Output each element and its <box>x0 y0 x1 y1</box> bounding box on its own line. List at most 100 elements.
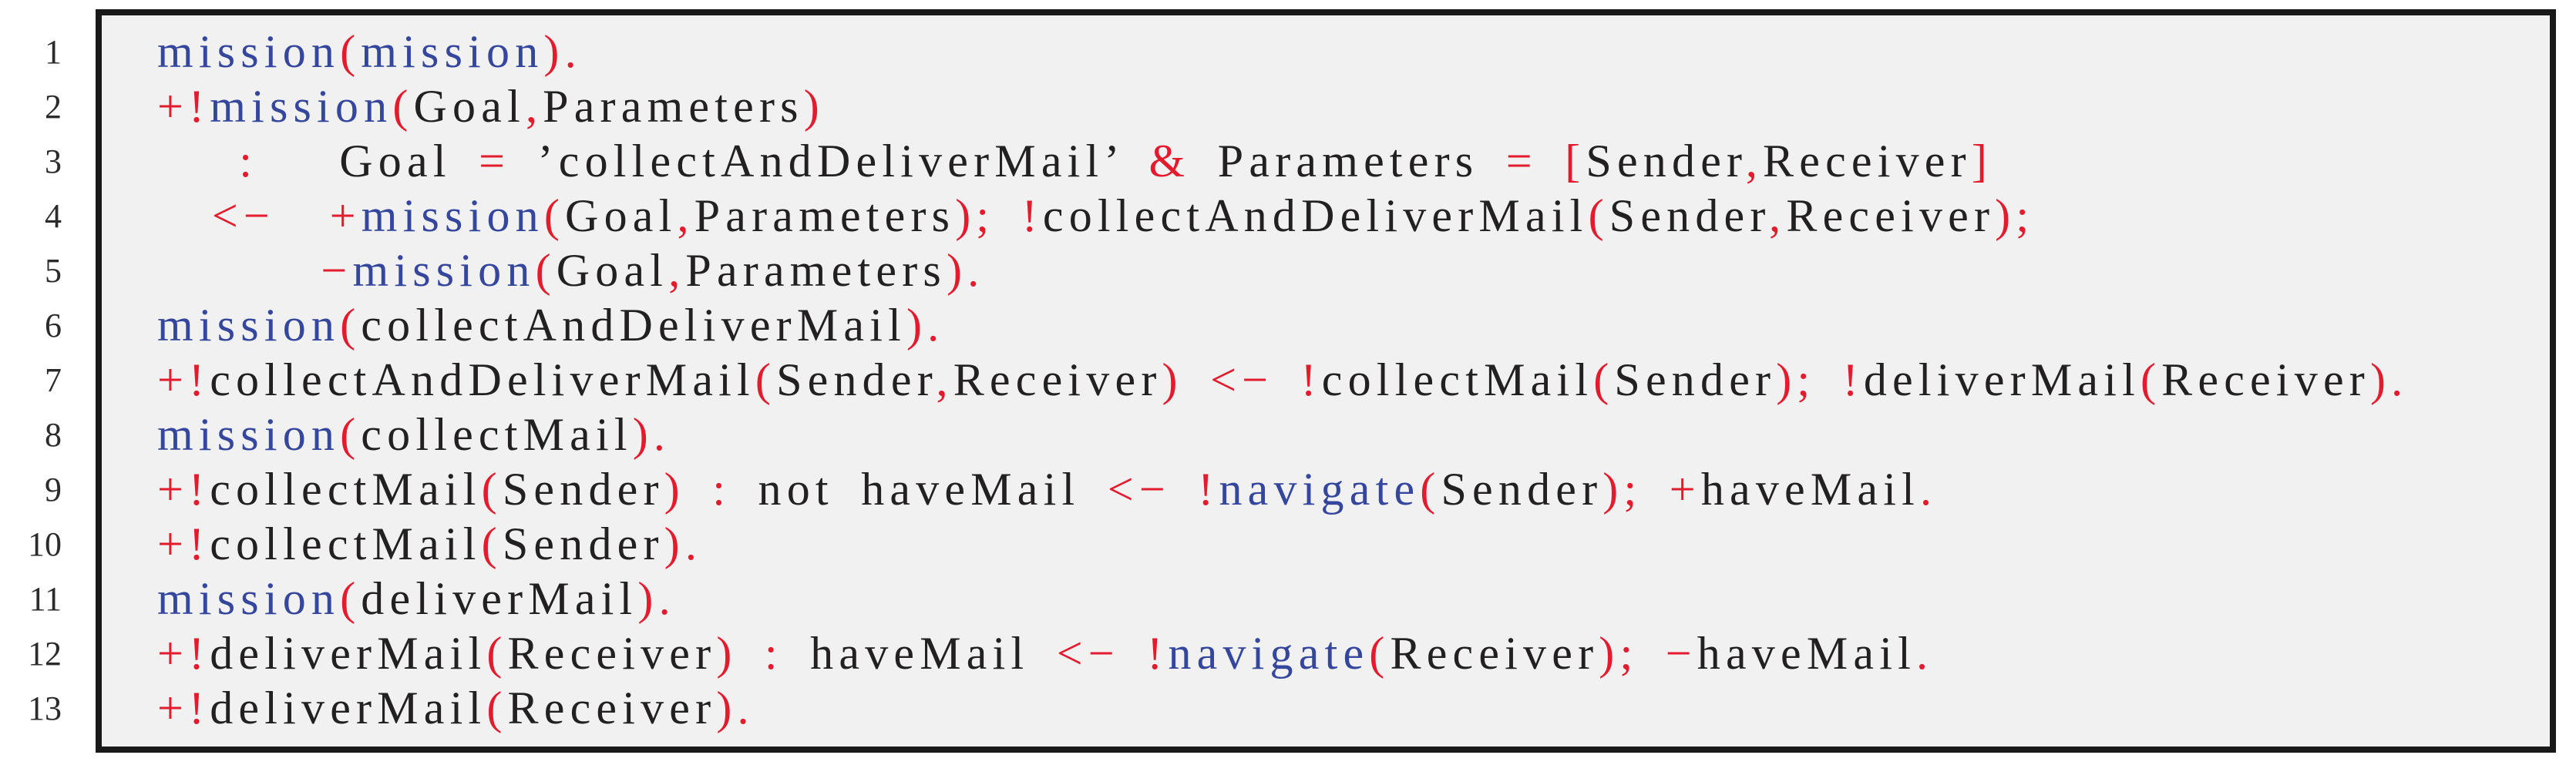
code-token-operator: ( <box>340 300 362 351</box>
code-token-operator: ). <box>906 300 945 351</box>
line-number: 10 <box>28 525 62 563</box>
code-token-operator: ); <box>1776 354 1816 405</box>
code-line: <− +mission(Goal,Parameters); !collectAn… <box>157 189 2544 243</box>
code-token-identifier: Receiver <box>1763 136 1972 186</box>
code-line: : Goal = ’collectAndDeliverMail’ & Param… <box>157 134 2544 189</box>
code-token-operator: <− <box>1210 354 1274 405</box>
code-token-identifier: Parameters <box>685 245 947 296</box>
code-token-operator: ! <box>1021 190 1043 241</box>
code-token-identifier: Goal <box>565 190 678 241</box>
code-token-identifier: Sender <box>1614 354 1777 405</box>
code-token-identifier <box>1538 136 1565 186</box>
code-token-operator: ! <box>1842 354 1864 405</box>
code-token-operator: ) <box>664 464 685 515</box>
code-token-identifier: ’collectAndDeliverMail’ <box>510 136 1149 186</box>
code-token-operator: ) <box>803 81 825 132</box>
line-number: 3 <box>45 143 62 180</box>
code-token-keyword: mission <box>361 190 544 241</box>
code-token-operator: +! <box>157 628 210 679</box>
code-token-identifier <box>1815 354 1842 405</box>
line-number: 7 <box>45 361 62 399</box>
line-number: 2 <box>45 88 62 126</box>
code-token-identifier: collectMail <box>210 518 482 569</box>
code-token-identifier: Goal <box>556 245 669 296</box>
code-token-operator: , <box>1769 190 1787 241</box>
code-token-identifier <box>994 190 1021 241</box>
code-token-keyword: navigate <box>1219 464 1421 515</box>
code-token-operator: +! <box>157 81 210 132</box>
code-token-identifier: collectAndDeliverMail <box>210 354 755 405</box>
code-token-operator: + <box>329 190 362 241</box>
code-token-identifier: Receiver <box>507 628 717 679</box>
code-token-operator: , <box>936 354 953 405</box>
line-number: 5 <box>45 252 62 290</box>
code-token-identifier: not haveMail <box>731 464 1108 515</box>
code-token-identifier: haveMail <box>782 628 1057 679</box>
line-number: 8 <box>45 416 62 454</box>
code-token-operator: ); <box>955 190 995 241</box>
code-token-keyword: mission <box>157 409 341 460</box>
code-token-operator: ( <box>486 683 508 733</box>
code-token-identifier: Goal <box>257 136 479 186</box>
code-token-identifier: deliverMail <box>210 683 487 733</box>
code-token-operator: , <box>525 81 543 132</box>
code-token-operator: , <box>1745 136 1764 186</box>
code-token-operator: <− <box>1107 464 1171 515</box>
code-line: mission(collectAndDeliverMail). <box>157 298 2544 353</box>
code-token-identifier: Sender <box>1441 464 1603 515</box>
code-token-keyword: mission <box>157 26 341 77</box>
code-token-operator: ( <box>340 573 362 624</box>
code-token-operator: ( <box>543 190 566 241</box>
code-token-identifier: Goal <box>413 81 526 132</box>
code-token-operator: ) <box>716 628 738 679</box>
code-token-operator: ). <box>637 573 676 624</box>
code-token-identifier: collectMail <box>210 464 482 515</box>
code-token-operator: ! <box>1147 628 1169 679</box>
code-line: +!mission(Goal,Parameters) <box>157 79 2544 134</box>
code-token-operator: ( <box>1420 464 1441 515</box>
code-token-identifier <box>1273 354 1300 405</box>
code-token-operator: ( <box>486 628 508 679</box>
code-token-keyword: mission <box>210 81 393 132</box>
line-number: 1 <box>45 33 62 71</box>
code-token-identifier: collectMail <box>1321 354 1594 405</box>
code-token-operator: ). <box>716 683 755 733</box>
code-token-identifier <box>1171 464 1198 515</box>
code-token-operator: ( <box>481 464 503 515</box>
code-token-operator: +! <box>157 683 210 733</box>
code-token-operator: <− <box>211 190 275 241</box>
code-token-operator: − <box>321 245 353 296</box>
code-token-identifier <box>685 464 712 515</box>
code-token-operator: , <box>677 190 694 241</box>
code-token-identifier: Sender <box>1586 136 1746 186</box>
code-token-operator: ). <box>664 518 703 569</box>
code-token-operator: +! <box>157 464 210 515</box>
line-number: 12 <box>28 635 62 673</box>
line-number: 4 <box>45 197 62 235</box>
code-token-operator: [ <box>1565 136 1586 186</box>
code-token-operator: − <box>1665 628 1697 679</box>
code-lines: mission(mission).+!mission(Goal,Paramete… <box>102 15 2550 736</box>
code-token-operator: ( <box>340 26 362 77</box>
code-token-operator: ( <box>755 354 777 405</box>
code-token-operator: ( <box>481 518 503 569</box>
code-token-identifier: Parameters <box>543 81 804 132</box>
code-token-keyword: mission <box>361 26 544 77</box>
code-token-operator: <− <box>1056 628 1120 679</box>
code-token-operator: ! <box>1198 464 1219 515</box>
code-token-identifier <box>1120 628 1147 679</box>
code-token-operator: ( <box>2140 354 2162 405</box>
code-token-identifier: Parameters <box>1190 136 1506 186</box>
code-token-operator: ). <box>2369 354 2409 405</box>
code-line: +!collectMail(Sender). <box>157 517 2544 572</box>
code-line: −mission(Goal,Parameters). <box>157 243 2544 298</box>
code-token-keyword: navigate <box>1168 628 1370 679</box>
code-token-operator: : <box>764 628 783 679</box>
code-token-identifier <box>157 136 239 186</box>
code-line: +!deliverMail(Receiver). <box>157 681 2544 736</box>
code-token-operator: ( <box>1588 190 1609 241</box>
code-token-operator: ( <box>535 245 557 296</box>
code-token-identifier: Sender <box>1609 190 1770 241</box>
